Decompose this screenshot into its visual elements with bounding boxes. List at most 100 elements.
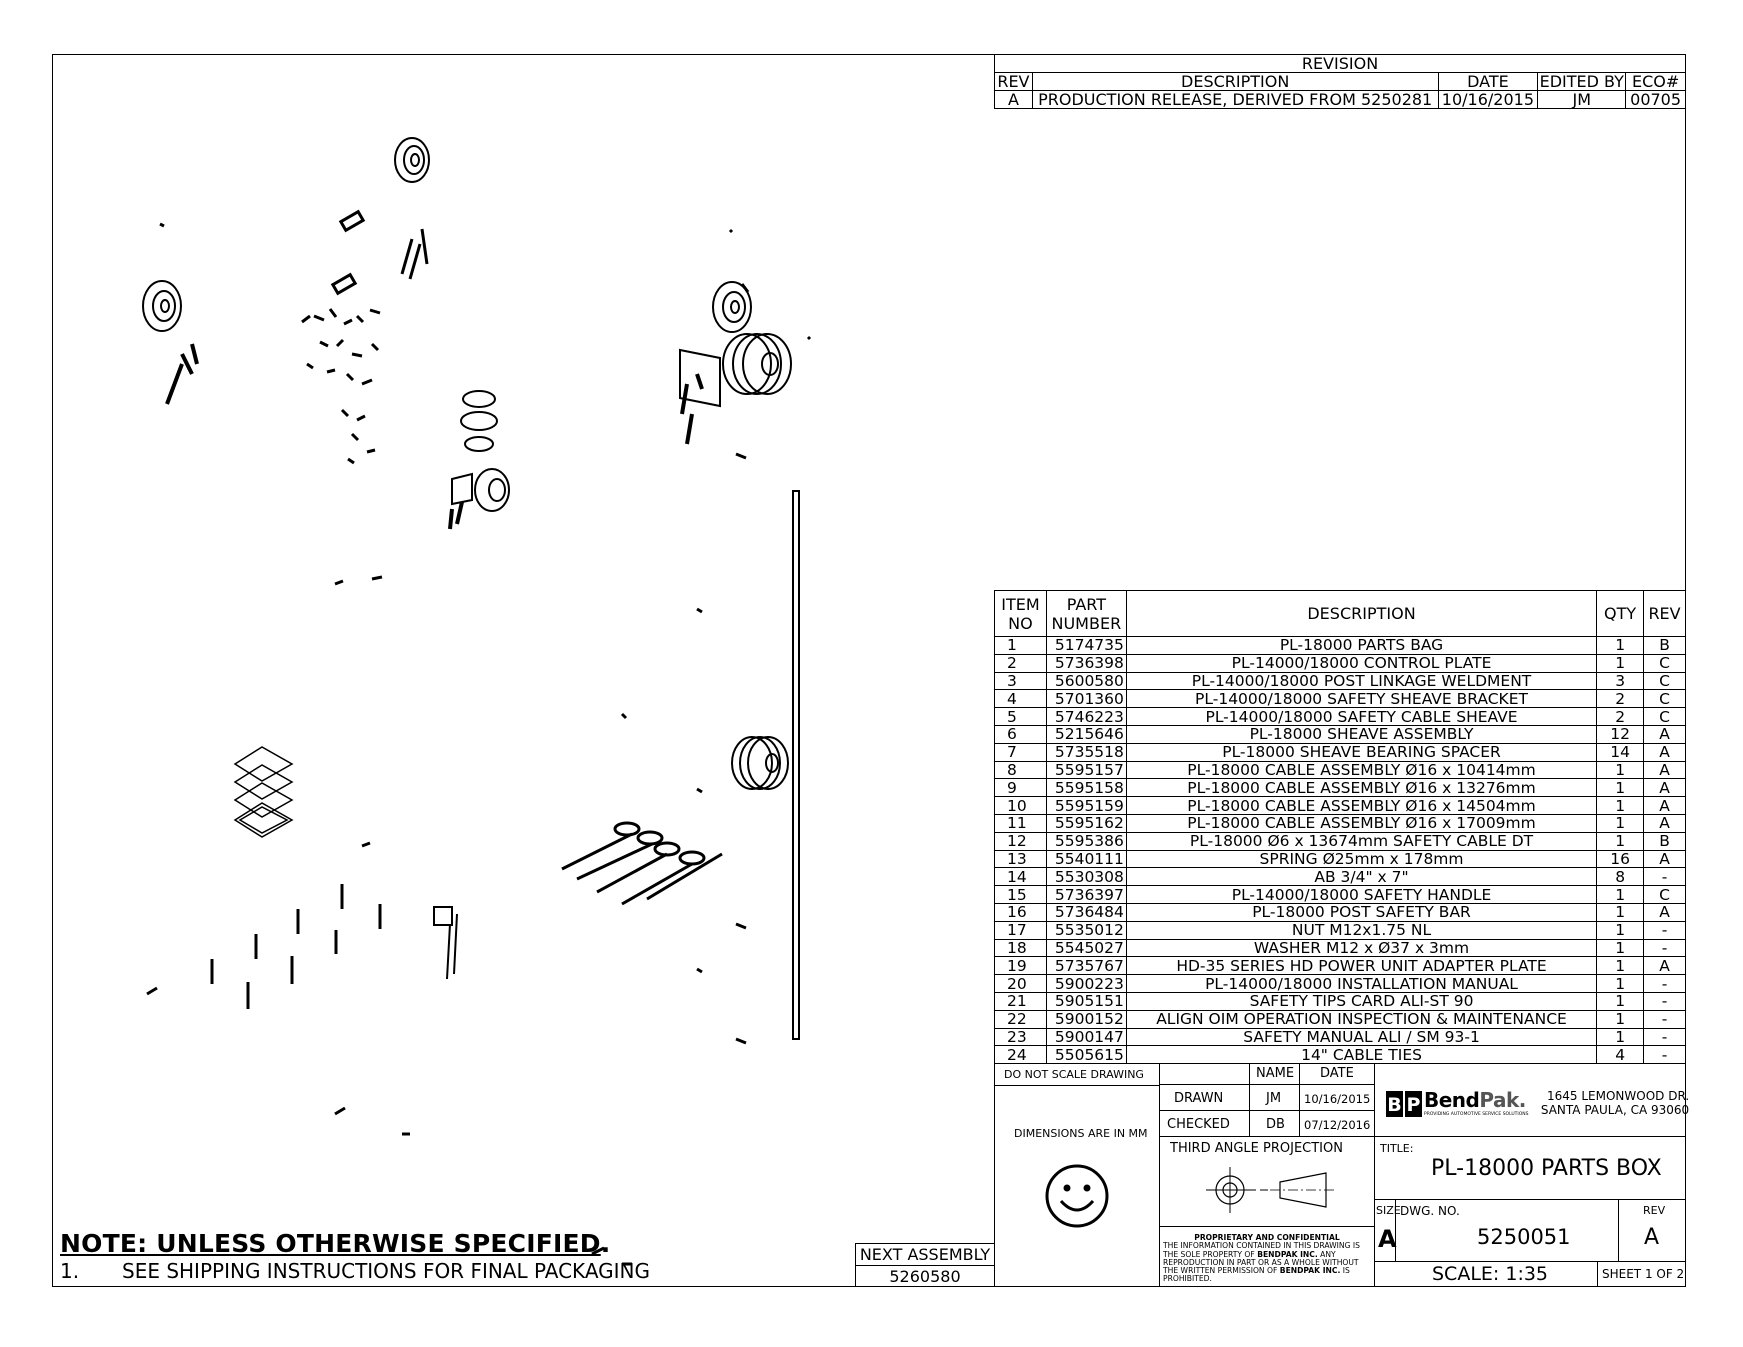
bom-part: 5174735 — [1045, 636, 1127, 655]
bom-part: 5735518 — [1045, 742, 1127, 762]
bom-description: PL-18000 CABLE ASSEMBLY Ø16 x 14504mm — [1125, 796, 1598, 815]
bom-description: AB 3/4" x 7" — [1125, 867, 1598, 887]
bom-qty: 4 — [1596, 1045, 1645, 1065]
bom-rev-header: REV — [1643, 590, 1686, 637]
bom-qty: 1 — [1596, 1009, 1645, 1029]
bom-part: 5530308 — [1045, 867, 1127, 887]
date-header: DATE — [1320, 1066, 1354, 1081]
do-not-scale-note: DO NOT SCALE DRAWING — [1004, 1068, 1144, 1081]
bom-part: 5736398 — [1045, 653, 1127, 673]
logo-bend: Bend — [1424, 1088, 1480, 1112]
bom-rev: B — [1643, 831, 1686, 851]
bom-qty: 1 — [1596, 1027, 1645, 1047]
bom-description: PL-18000 CABLE ASSEMBLY Ø16 x 17009mm — [1125, 813, 1598, 833]
bom-qty: 2 — [1596, 707, 1645, 726]
bom-item: 6 — [994, 724, 1047, 744]
sheet-cell — [1597, 1261, 1686, 1287]
bom-rev: - — [1643, 1045, 1686, 1065]
rev-label: REV — [1643, 1204, 1666, 1217]
bom-item: 13 — [994, 849, 1047, 869]
logo-tagline: PROVIDING AUTOMOTIVE SERVICE SOLUTIONS — [1424, 1112, 1529, 1117]
sheave-icon — [142, 280, 182, 332]
drawn-name: JM — [1266, 1091, 1282, 1106]
proprietary-text: THE SOLE PROPERTY OF — [1163, 1249, 1258, 1259]
bom-qty: 1 — [1596, 938, 1645, 958]
bom-description: PL-18000 SHEAVE BEARING SPACER — [1125, 742, 1598, 762]
edited-by-header: EDITED BY — [1537, 72, 1627, 91]
dimensions-note: DIMENSIONS ARE IN MM — [1014, 1127, 1148, 1140]
bom-qty: 1 — [1596, 796, 1645, 815]
bom-rev: A — [1643, 742, 1686, 762]
bom-rev: A — [1643, 813, 1686, 833]
note-text: SEE SHIPPING INSTRUCTIONS FOR FINAL PACK… — [122, 1259, 651, 1283]
bom-item: 14 — [994, 867, 1047, 887]
bom-item: 18 — [994, 938, 1047, 958]
bom-qty: 1 — [1596, 885, 1645, 904]
bom-part: 5595162 — [1045, 813, 1127, 833]
part-header-l1: PART — [1066, 594, 1106, 614]
manual-stack-icon — [233, 746, 294, 838]
bendpak-logo-icon: B P — [1386, 1091, 1422, 1117]
revision-date: 10/16/2015 — [1437, 90, 1539, 109]
blank-cell — [1159, 1063, 1250, 1085]
proprietary-text: ANY — [1317, 1249, 1336, 1259]
bom-part: 5736397 — [1045, 885, 1127, 904]
bom-rev: A — [1643, 849, 1686, 869]
bom-item: 10 — [994, 796, 1047, 815]
drawn-date: 10/16/2015 — [1304, 1092, 1371, 1106]
bom-rev: - — [1643, 867, 1686, 887]
proprietary-notice: PROPRIETARY AND CONFIDENTIAL THE INFORMA… — [1163, 1233, 1371, 1284]
next-assembly-number: 5260580 — [889, 1267, 961, 1286]
sheet-number: SHEET 1 OF 2 — [1602, 1267, 1685, 1281]
bom-description: PL-18000 CABLE ASSEMBLY Ø16 x 10414mm — [1125, 760, 1598, 780]
next-assembly-box: NEXT ASSEMBLY 5260580 — [855, 1243, 994, 1287]
svg-text:P: P — [1407, 1094, 1421, 1116]
title-block: DO NOT SCALE DRAWING DIMENSIONS ARE IN M… — [994, 1063, 1689, 1287]
bom-item: 7 — [994, 742, 1047, 762]
bom-rev: - — [1643, 920, 1686, 940]
bom-item: 1 — [994, 636, 1047, 655]
bom-rev: A — [1643, 760, 1686, 780]
proprietary-text: THE WRITTEN PERMISSION OF — [1163, 1266, 1280, 1276]
revision-eco: 00705 — [1625, 90, 1686, 109]
bom-qty: 8 — [1596, 867, 1645, 887]
part-header-l2: NUMBER — [1051, 613, 1122, 633]
sheave-icon — [712, 281, 752, 333]
bom-part: 5505615 — [1045, 1045, 1127, 1065]
note-number: 1. — [60, 1259, 80, 1283]
bendpak-logo-text: BendPak. — [1424, 1088, 1526, 1112]
company-address: 1645 LEMONWOOD DR. SANTA PAULA, CA 93060 — [1537, 1089, 1689, 1117]
bom-description: SPRING Ø25mm x 178mm — [1125, 849, 1598, 869]
proprietary-line: REPRODUCTION IN PART OR AS A WHOLE WITHO… — [1163, 1257, 1359, 1267]
eco-header: ECO# — [1625, 72, 1686, 91]
revision-row: A PRODUCTION RELEASE, DERIVED FROM 52502… — [994, 90, 1686, 109]
bom-qty: 1 — [1596, 653, 1645, 673]
next-assembly-label: NEXT ASSEMBLY — [856, 1244, 994, 1266]
drawing-border — [52, 54, 1686, 1287]
svg-text:B: B — [1387, 1094, 1401, 1116]
bom-part: 5215646 — [1045, 724, 1127, 744]
bom-rev: C — [1643, 689, 1686, 709]
bom-rev: A — [1643, 902, 1686, 922]
bom-description: SAFETY TIPS CARD ALI-ST 90 — [1125, 991, 1598, 1011]
item-header-l2: NO — [1008, 613, 1033, 633]
bom-description: SAFETY MANUAL ALI / SM 93-1 — [1125, 1027, 1598, 1047]
projection-label: THIRD ANGLE PROJECTION — [1170, 1141, 1343, 1156]
bom-part: 5905151 — [1045, 991, 1127, 1011]
bom-item: 17 — [994, 920, 1047, 940]
